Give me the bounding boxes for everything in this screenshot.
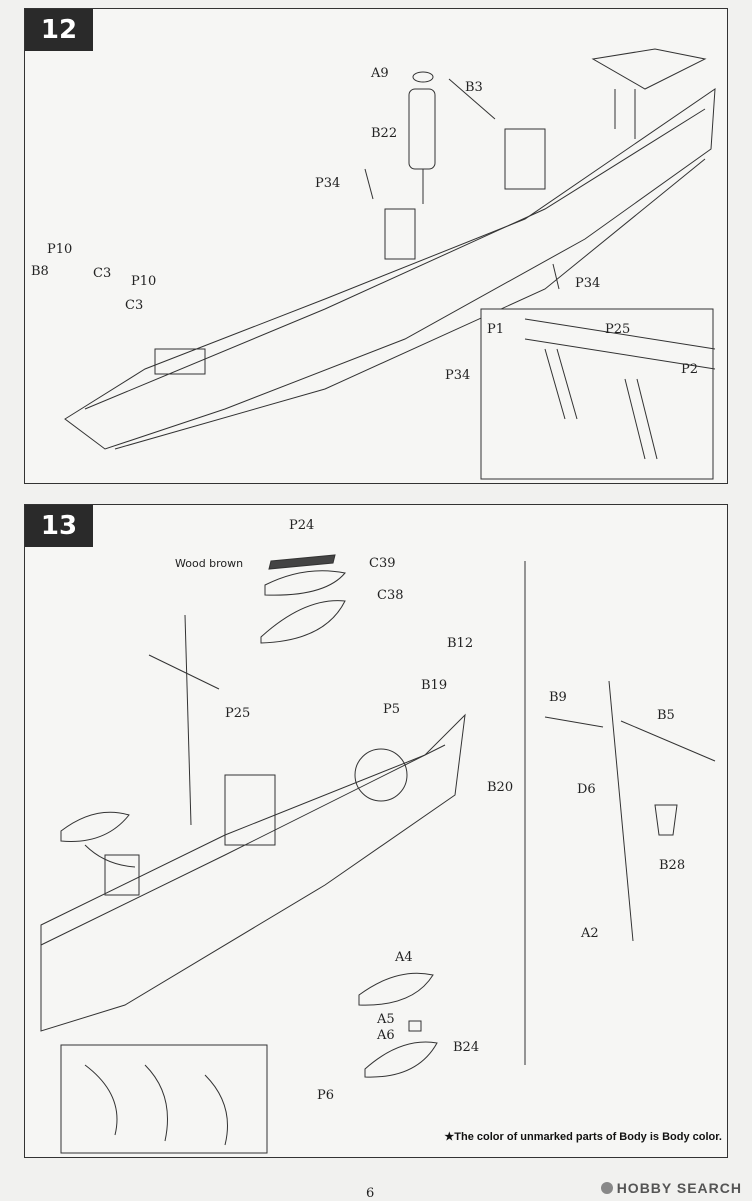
label-a5: A5 (376, 1012, 395, 1027)
detail-railing (524, 318, 716, 370)
label-a2: A2 (580, 926, 599, 941)
hull-outline (64, 88, 716, 450)
part-a4-boat (358, 972, 434, 1006)
detail-ladder-1 (544, 348, 578, 420)
part-b9-yard (544, 716, 604, 728)
label-b3: B3 (465, 80, 483, 95)
part-c39-boat (264, 570, 346, 596)
bow-deck-part (591, 48, 707, 90)
bridge-block (504, 128, 546, 190)
watermark-text: HOBBY SEARCH (616, 1180, 742, 1196)
step-12-diagram: A9 B3 B22 P34 P34 P10 C3 B8 P10 C3 P1 P2… (31, 48, 716, 480)
label-p6: P6 (317, 1088, 334, 1103)
label-c38: C38 (377, 588, 404, 603)
label-d6: D6 (577, 782, 596, 797)
label-c39: C39 (369, 556, 396, 571)
part-p24-oars (268, 554, 336, 570)
label-p34-mid: P34 (575, 276, 600, 291)
step-13-panel: 13 (24, 504, 728, 1158)
label-b28: B28 (659, 858, 685, 873)
step-number-13: 13 (25, 505, 93, 547)
label-b12: B12 (447, 636, 473, 651)
part-a6 (408, 1020, 422, 1032)
watermark-logo-icon (600, 1182, 613, 1194)
label-detail-p1: P1 (487, 322, 504, 337)
part-p34-top (364, 168, 374, 200)
step-13-diagram: P24 Wood brown C39 C38 B12 B19 P5 P25 B2… (40, 518, 716, 1154)
label-b22: B22 (371, 126, 397, 141)
part-a2-mast (608, 680, 634, 942)
part-b24-boat (364, 1041, 438, 1078)
gun-turret (154, 348, 206, 375)
body-color-note: ★The color of unmarked parts of Body is … (444, 1131, 722, 1143)
part-p34-mid (552, 263, 560, 290)
bridge-block (224, 774, 276, 846)
funnel (384, 208, 416, 260)
searchlight-platform (354, 748, 408, 802)
label-b5: B5 (657, 708, 675, 723)
label-b8: B8 (31, 264, 49, 279)
step-12-panel: 12 A9 (24, 8, 728, 484)
detail-ladder-2 (624, 378, 658, 460)
label-c3-a: C3 (93, 266, 111, 281)
label-a9: A9 (370, 66, 389, 81)
label-p24: P24 (289, 518, 314, 533)
mast-yard (148, 654, 220, 690)
main-mast (184, 614, 192, 826)
detail-davits (84, 1064, 228, 1146)
label-wood-brown: Wood brown (175, 557, 243, 570)
label-a4: A4 (394, 950, 413, 965)
label-p10-b: P10 (131, 274, 156, 289)
label-p34-top: P34 (315, 176, 340, 191)
label-detail-p34: P34 (445, 368, 470, 383)
leader-loose-boat (84, 844, 136, 868)
label-b9: B9 (549, 690, 567, 705)
label-p25: P25 (225, 706, 250, 721)
part-b22-funnel (408, 88, 436, 170)
part-c38-boat (260, 600, 346, 644)
part-b5-yard (620, 720, 716, 762)
label-a6: A6 (376, 1028, 395, 1043)
page-number: 6 (366, 1186, 375, 1201)
label-b19: B19 (421, 678, 447, 693)
step-number-12: 12 (25, 9, 93, 51)
detail-box (60, 1044, 268, 1154)
hull-deck-line (40, 744, 446, 946)
detail-box (480, 308, 714, 480)
part-b3 (448, 78, 496, 120)
loose-boat (60, 811, 130, 842)
part-a9 (412, 71, 434, 83)
hull-waterline (114, 158, 706, 450)
hull-outline (40, 713, 466, 1032)
label-p10-a: P10 (47, 242, 72, 257)
label-c3-b: C3 (125, 298, 143, 313)
label-p5: P5 (383, 702, 400, 717)
part-b28 (654, 804, 678, 836)
label-b20: B20 (487, 780, 513, 795)
label-detail-p25: P25 (605, 322, 630, 337)
watermark: HOBBY SEARCH (600, 1180, 742, 1196)
funnel (104, 854, 140, 896)
label-b24: B24 (453, 1040, 479, 1055)
label-detail-p2: P2 (681, 362, 698, 377)
